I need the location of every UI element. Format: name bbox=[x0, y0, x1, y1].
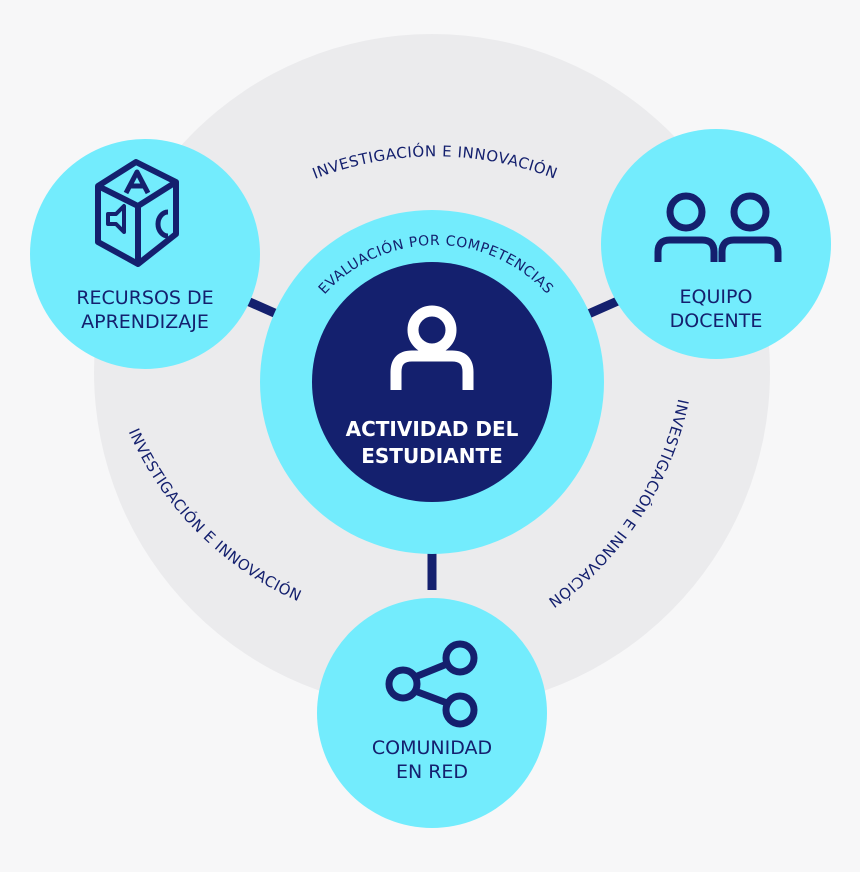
person-icon bbox=[390, 305, 474, 390]
people-icon bbox=[654, 192, 782, 262]
resources-label-line1: RECURSOS DE bbox=[76, 287, 213, 309]
teachers-label-line1: EQUIPO bbox=[680, 286, 753, 308]
teachers-label-line2: DOCENTE bbox=[670, 310, 763, 332]
abc-block-icon bbox=[95, 159, 179, 267]
share-network-icon bbox=[385, 640, 478, 728]
resources-label-line2: APRENDIZAJE bbox=[81, 311, 209, 333]
community-label-line2: EN RED bbox=[396, 761, 468, 783]
node-community: COMUNIDAD EN RED bbox=[317, 598, 547, 828]
center-circle bbox=[312, 262, 552, 502]
center-label-line2: ESTUDIANTE bbox=[361, 444, 503, 468]
node-resources: RECURSOS DE APRENDIZAJE bbox=[30, 139, 260, 369]
center-label-line1: ACTIVIDAD DEL bbox=[346, 417, 519, 441]
node-teachers: EQUIPO DOCENTE bbox=[601, 129, 831, 359]
community-label-line1: COMUNIDAD bbox=[372, 737, 492, 759]
